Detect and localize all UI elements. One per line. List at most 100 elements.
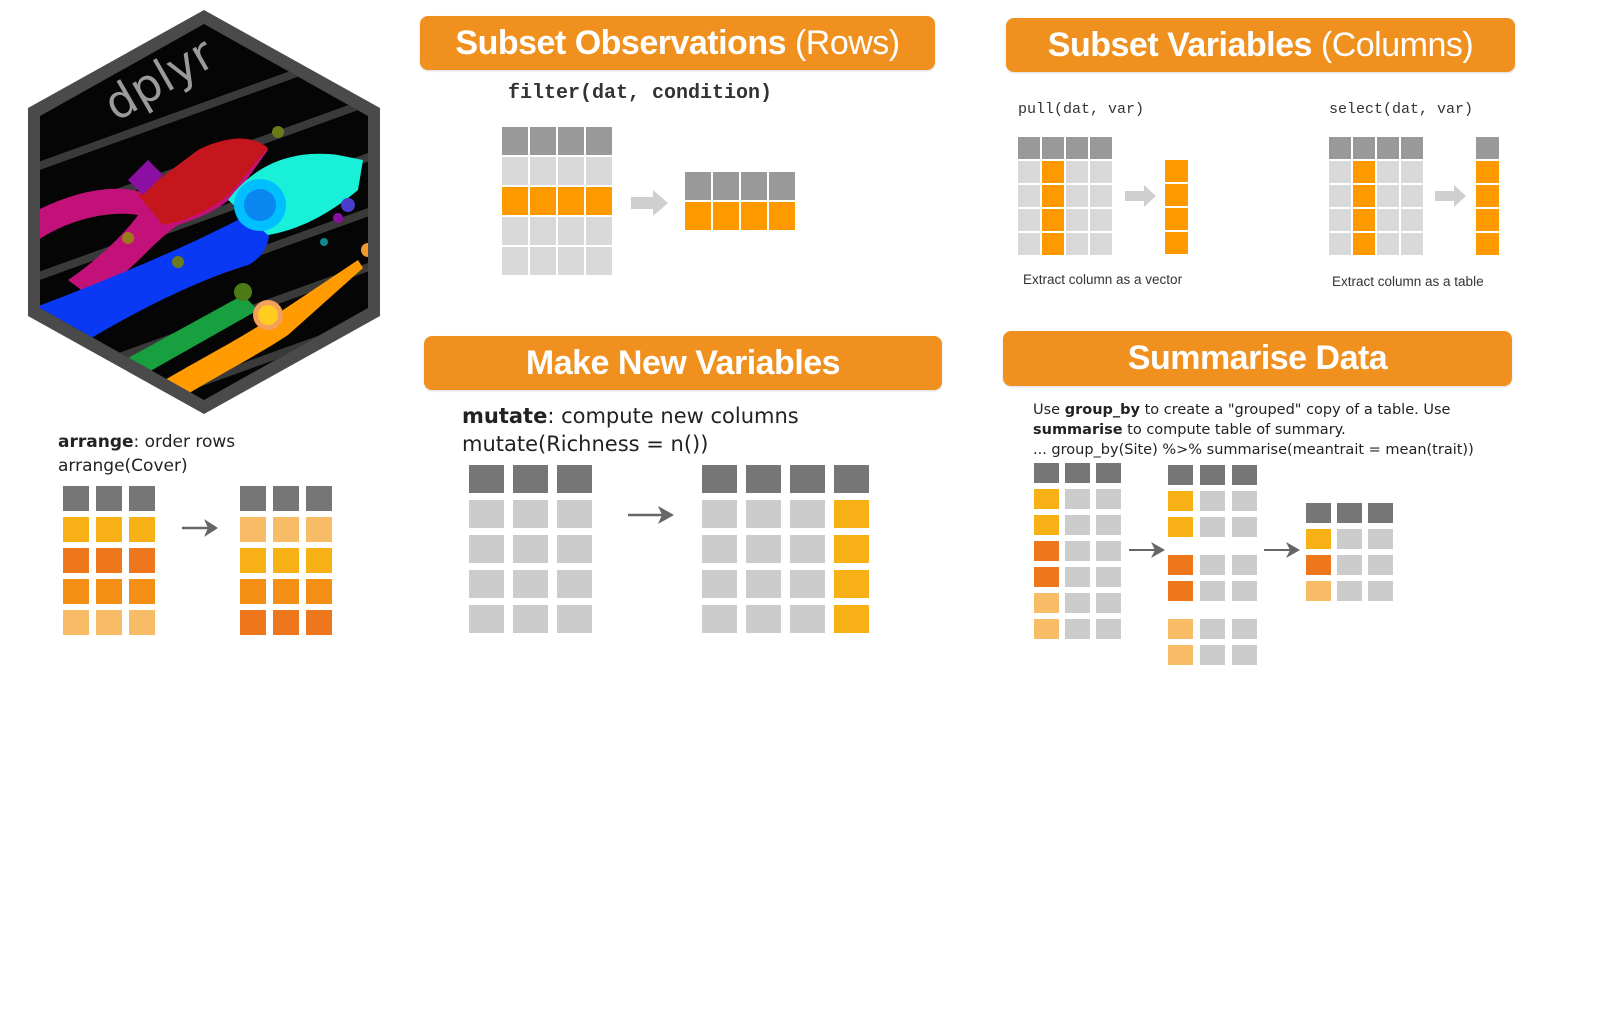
header-cell <box>63 486 89 511</box>
header-cell <box>1401 137 1423 159</box>
data-cell <box>129 610 155 635</box>
summarise-code: ... group_by(Site) %>% summarise(meantra… <box>1033 442 1474 458</box>
data-cell <box>63 548 89 573</box>
data-cell <box>558 247 584 275</box>
header-cell <box>1306 503 1331 523</box>
data-cell <box>1018 161 1040 183</box>
data-cell <box>1066 209 1088 231</box>
highlight-cell <box>741 202 767 230</box>
arrange-keyword: arrange <box>58 432 134 452</box>
data-cell <box>557 535 592 563</box>
arrow-right-icon <box>182 519 218 537</box>
header-cell <box>1353 137 1375 159</box>
dplyr-logo: dplyr <box>28 10 380 414</box>
data-cell <box>557 570 592 598</box>
highlight-cell <box>1353 161 1375 183</box>
data-cell <box>96 610 122 635</box>
data-cell <box>306 548 332 573</box>
arrow-right-icon <box>1264 542 1300 558</box>
header-cell <box>240 486 266 511</box>
filter-code: filter(dat, condition) <box>508 82 773 105</box>
mutate-title: Make New Variables <box>525 344 841 382</box>
data-cell <box>1018 209 1040 231</box>
data-cell <box>1232 517 1257 537</box>
subset-rows-title-light: (Rows) <box>786 24 900 62</box>
data-cell <box>513 500 548 528</box>
data-cell <box>1329 233 1351 255</box>
data-cell <box>1168 491 1193 511</box>
data-cell <box>1168 645 1193 665</box>
arrow-right-icon <box>631 190 668 216</box>
header-cell <box>557 465 592 493</box>
header-cell <box>1042 137 1064 159</box>
header-cell <box>1065 463 1090 483</box>
header-cell <box>96 486 122 511</box>
data-cell <box>1306 555 1331 575</box>
data-cell <box>557 500 592 528</box>
data-cell <box>273 610 299 635</box>
data-cell <box>63 517 89 542</box>
data-cell <box>96 579 122 604</box>
summarise-line1-post: to create a "grouped" copy of a table. U… <box>1139 402 1451 418</box>
data-cell <box>513 605 548 633</box>
data-cell <box>1018 185 1040 207</box>
highlight-cell <box>586 187 612 215</box>
arrange-desc-text: : order rows <box>133 432 236 452</box>
data-cell <box>1096 567 1121 587</box>
data-cell <box>558 217 584 245</box>
summarise-title: Summarise Data <box>1127 339 1388 377</box>
highlight-cell <box>1165 160 1188 182</box>
group-by-keyword: group_by <box>1064 402 1140 418</box>
data-cell <box>530 157 556 185</box>
data-cell <box>1232 555 1257 575</box>
data-cell <box>1200 555 1225 575</box>
data-cell <box>1368 555 1393 575</box>
header-cell <box>1200 465 1225 485</box>
data-cell <box>746 570 781 598</box>
header-cell <box>586 127 612 155</box>
data-cell <box>129 548 155 573</box>
data-cell <box>129 579 155 604</box>
data-cell <box>1200 491 1225 511</box>
highlight-cell <box>1042 233 1064 255</box>
header-cell <box>713 172 739 200</box>
header-cell <box>702 465 737 493</box>
pull-caption: Extract column as a vector <box>1023 272 1183 287</box>
pliers-blue-icon <box>40 210 269 360</box>
data-cell <box>1200 619 1225 639</box>
data-cell <box>1232 581 1257 601</box>
data-cell <box>240 610 266 635</box>
summarise-line2-post: to compute table of summary. <box>1122 422 1346 438</box>
data-cell <box>240 579 266 604</box>
data-cell <box>1065 489 1090 509</box>
header-cell <box>1337 503 1362 523</box>
data-cell <box>1377 185 1399 207</box>
header-cell <box>741 172 767 200</box>
data-cell <box>834 500 869 528</box>
header-cell <box>1018 137 1040 159</box>
pliers-orange-icon <box>148 260 363 400</box>
highlight-cell <box>1476 233 1499 255</box>
data-cell <box>513 570 548 598</box>
data-cell <box>530 217 556 245</box>
mutate-desc-text: : compute new columns <box>547 404 799 428</box>
data-cell <box>1096 489 1121 509</box>
data-cell <box>502 157 528 185</box>
highlight-cell <box>1476 209 1499 231</box>
data-cell <box>1200 517 1225 537</box>
data-cell <box>1096 515 1121 535</box>
header-cell <box>1096 463 1121 483</box>
data-cell <box>790 500 825 528</box>
data-cell <box>1329 209 1351 231</box>
header-cell <box>769 172 795 200</box>
data-cell <box>513 535 548 563</box>
header-cell <box>469 465 504 493</box>
data-cell <box>1377 161 1399 183</box>
data-cell <box>1090 233 1112 255</box>
data-cell <box>530 247 556 275</box>
data-cell <box>1065 567 1090 587</box>
data-cell <box>96 548 122 573</box>
data-cell <box>834 535 869 563</box>
header-cell <box>558 127 584 155</box>
data-cell <box>1066 233 1088 255</box>
